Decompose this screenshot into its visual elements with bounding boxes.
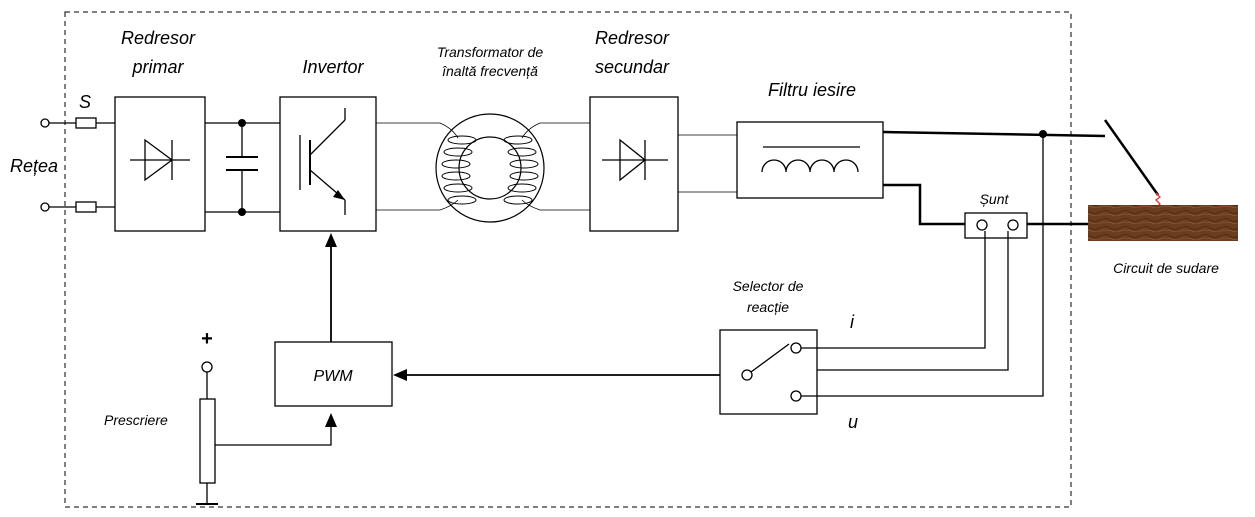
label-retea: Rețea xyxy=(10,156,58,176)
toroid-transformer-icon xyxy=(435,113,545,223)
label-pwm: PWM xyxy=(313,368,353,385)
shunt-block xyxy=(964,212,1028,239)
workpiece xyxy=(1088,205,1238,241)
reference-potentiometer xyxy=(196,361,337,505)
output-filter-block xyxy=(736,121,884,199)
arrow-icon xyxy=(393,369,407,381)
label-transformator-1: Transformator de xyxy=(437,44,544,60)
label-redresor-secundar-1: Redresor xyxy=(595,28,670,48)
electrode xyxy=(1103,119,1160,196)
diode-icon xyxy=(144,138,174,182)
inductor-icon xyxy=(761,159,859,173)
diode-icon xyxy=(619,138,647,182)
mains-input xyxy=(40,117,115,213)
switch-icon xyxy=(750,343,790,373)
label-plus: + xyxy=(201,328,213,350)
inverter-block xyxy=(279,96,377,232)
feedback-wiring xyxy=(743,134,1044,397)
label-redresor-primar-1: Redresor xyxy=(121,28,196,48)
primary-rectifier-block xyxy=(114,96,206,232)
label-redresor-primar-2: primar xyxy=(131,57,184,77)
label-invertor: Invertor xyxy=(302,57,364,77)
label-s: S xyxy=(79,92,91,112)
fuse-bottom xyxy=(75,201,97,213)
label-redresor-secundar-2: secundar xyxy=(595,57,670,77)
arrow-icon xyxy=(325,413,337,427)
pwm-block xyxy=(274,341,393,407)
arrow-icon xyxy=(325,233,337,247)
fuse-top xyxy=(75,117,97,129)
label-circuit-sudare: Circuit de sudare xyxy=(1113,260,1219,276)
label-transformator-2: înaltă frecvență xyxy=(442,63,538,79)
label-sunt: Șunt xyxy=(980,191,1010,207)
label-u: u xyxy=(848,412,858,432)
label-selector-1: Selector de xyxy=(733,278,804,294)
label-i: i xyxy=(850,312,855,332)
secondary-rectifier-block xyxy=(589,96,679,232)
label-filtru-iesire: Filtru iesire xyxy=(768,80,856,100)
label-prescriere: Prescriere xyxy=(104,412,168,428)
feedback-selector-block xyxy=(719,329,818,415)
label-selector-2: reacție xyxy=(747,299,789,315)
dc-link-capacitor xyxy=(205,119,280,216)
igbt-icon xyxy=(333,190,345,200)
enclosure-border xyxy=(64,11,1072,508)
